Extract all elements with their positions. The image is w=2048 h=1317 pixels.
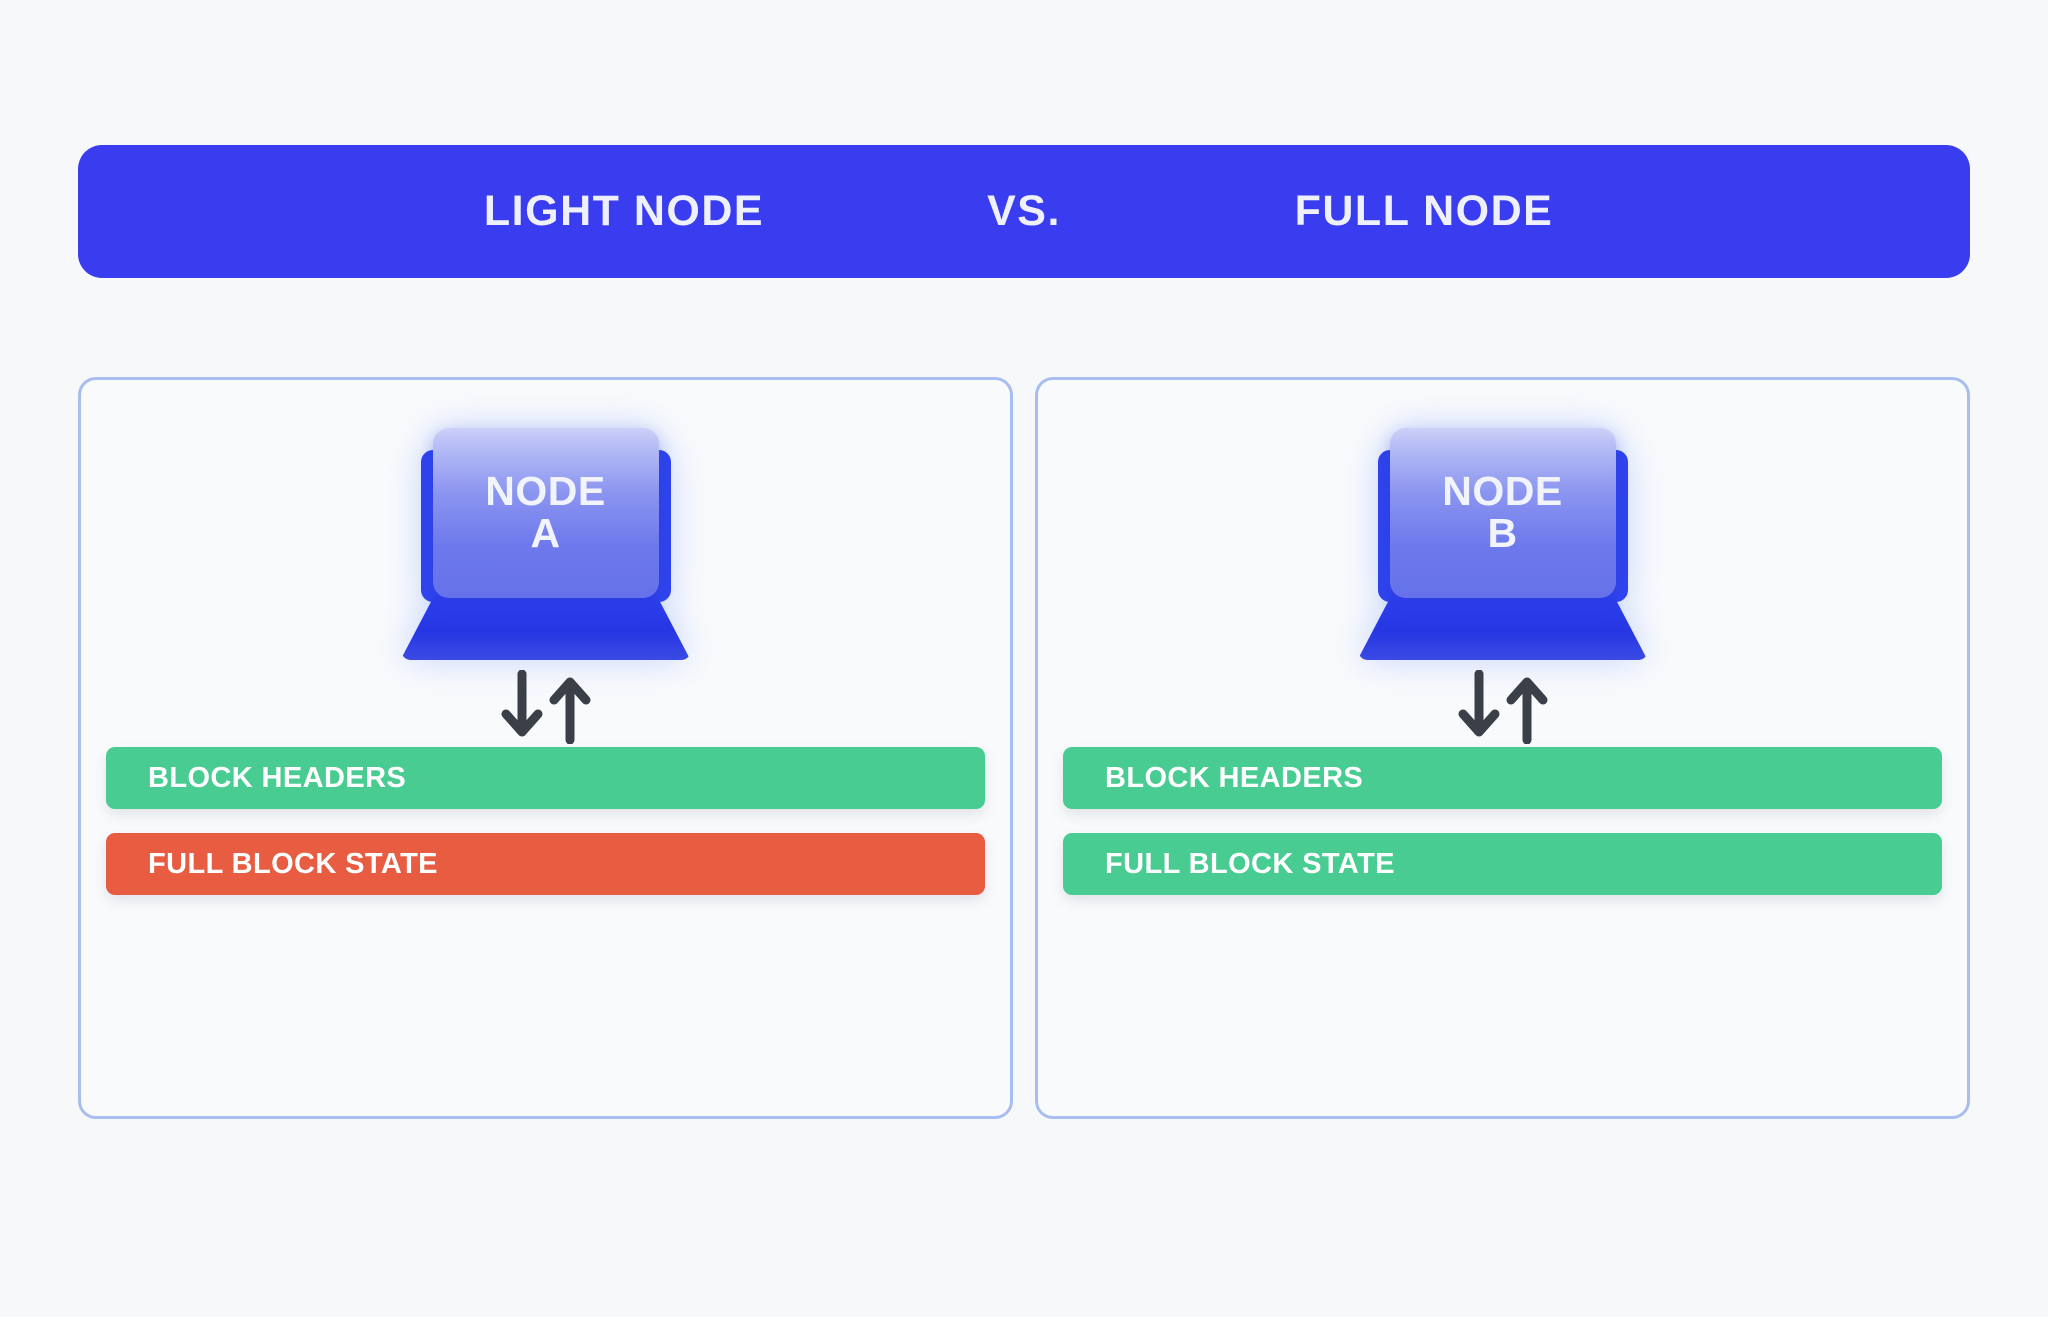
node-a-name: NODE	[485, 468, 606, 515]
laptop-screen: NODE B	[1389, 428, 1616, 598]
arrow-down-icon	[501, 670, 542, 737]
node-a-laptop-wrap: NODE A	[81, 428, 1010, 668]
node-b-label: NODE B	[1442, 468, 1563, 556]
arrow-up-icon	[549, 677, 590, 744]
laptop-base	[1357, 588, 1648, 660]
node-a-letter: A	[530, 510, 561, 556]
status-bar-block-headers-label: BLOCK HEADERS	[1105, 761, 1364, 794]
node-b-name: NODE	[1442, 468, 1563, 515]
node-a-label: NODE A	[485, 468, 606, 556]
sync-arrows-node-a	[81, 670, 1010, 744]
header-banner: LIGHT NODE VS. FULL NODE	[78, 145, 1970, 278]
panels-row: NODE A	[78, 377, 1970, 1119]
laptop-base-shape	[400, 588, 691, 660]
laptop-icon: NODE A	[400, 428, 691, 668]
laptop-icon: NODE B	[1357, 428, 1648, 668]
status-bar-block-headers: BLOCK HEADERS	[1063, 747, 1942, 809]
status-bar-full-block-state-label: FULL BLOCK STATE	[1105, 847, 1395, 880]
node-b-laptop-wrap: NODE B	[1038, 428, 1967, 668]
laptop-base-shape	[1357, 588, 1648, 660]
header-title-row: LIGHT NODE VS. FULL NODE	[78, 187, 1970, 236]
node-b-letter: B	[1487, 510, 1518, 556]
status-bar-full-block-state-label: FULL BLOCK STATE	[148, 847, 438, 880]
sync-arrows-node-b	[1038, 670, 1967, 744]
laptop-screen: NODE A	[432, 428, 659, 598]
status-bar-full-block-state: FULL BLOCK STATE	[1063, 833, 1942, 895]
arrow-up-icon	[1506, 677, 1547, 744]
status-bars-light-node: BLOCK HEADERS FULL BLOCK STATE	[106, 747, 985, 895]
status-bar-full-block-state: FULL BLOCK STATE	[106, 833, 985, 895]
header-title-full-node: FULL NODE	[1294, 187, 1554, 235]
laptop-base	[400, 588, 691, 660]
header-title-light-node: LIGHT NODE	[483, 187, 765, 235]
status-bar-block-headers-label: BLOCK HEADERS	[148, 761, 407, 794]
panel-light-node: NODE A	[78, 377, 1013, 1119]
header-title-vs: VS.	[987, 187, 1061, 235]
status-bars-full-node: BLOCK HEADERS FULL BLOCK STATE	[1063, 747, 1942, 895]
panel-full-node: NODE B	[1035, 377, 1970, 1119]
arrow-down-icon	[1458, 670, 1499, 737]
status-bar-block-headers: BLOCK HEADERS	[106, 747, 985, 809]
